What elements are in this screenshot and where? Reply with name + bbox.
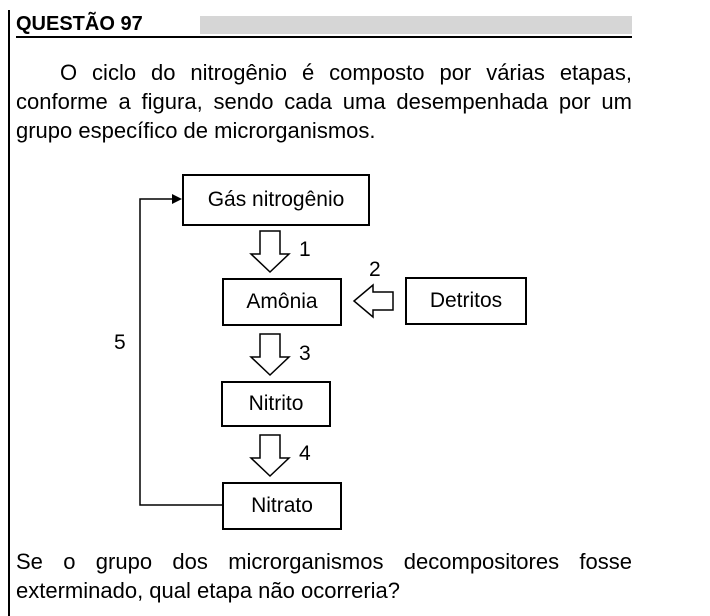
title-underline bbox=[16, 36, 632, 38]
box-nitrito: Nitrito bbox=[221, 381, 331, 427]
box-gas-nitrogenio: Gás nitrogênio bbox=[182, 174, 370, 226]
step-2-arrow bbox=[352, 283, 394, 319]
step-4-arrow bbox=[249, 434, 291, 478]
question-title: QUESTÃO 97 bbox=[16, 13, 143, 35]
box-nitrato: Nitrato bbox=[222, 482, 342, 530]
step-2-label: 2 bbox=[369, 258, 381, 281]
box-amonia: Amônia bbox=[222, 278, 342, 326]
box-detritos: Detritos bbox=[405, 277, 527, 325]
left-margin-rule bbox=[8, 10, 10, 616]
step-5-return-line bbox=[139, 198, 222, 506]
step-4-label: 4 bbox=[299, 442, 311, 465]
step-1-label: 1 bbox=[299, 238, 311, 261]
step-1-arrow bbox=[249, 230, 291, 274]
step-5-label: 5 bbox=[114, 331, 126, 354]
step-3-arrow bbox=[249, 333, 291, 377]
question-prompt: Se o grupo dos microrganismos decomposit… bbox=[16, 549, 632, 603]
title-bar bbox=[200, 16, 632, 34]
question-intro: O ciclo do nitrogênio é composto por vár… bbox=[16, 60, 632, 143]
step-3-label: 3 bbox=[299, 342, 311, 365]
step-5-arrowhead bbox=[172, 194, 182, 204]
